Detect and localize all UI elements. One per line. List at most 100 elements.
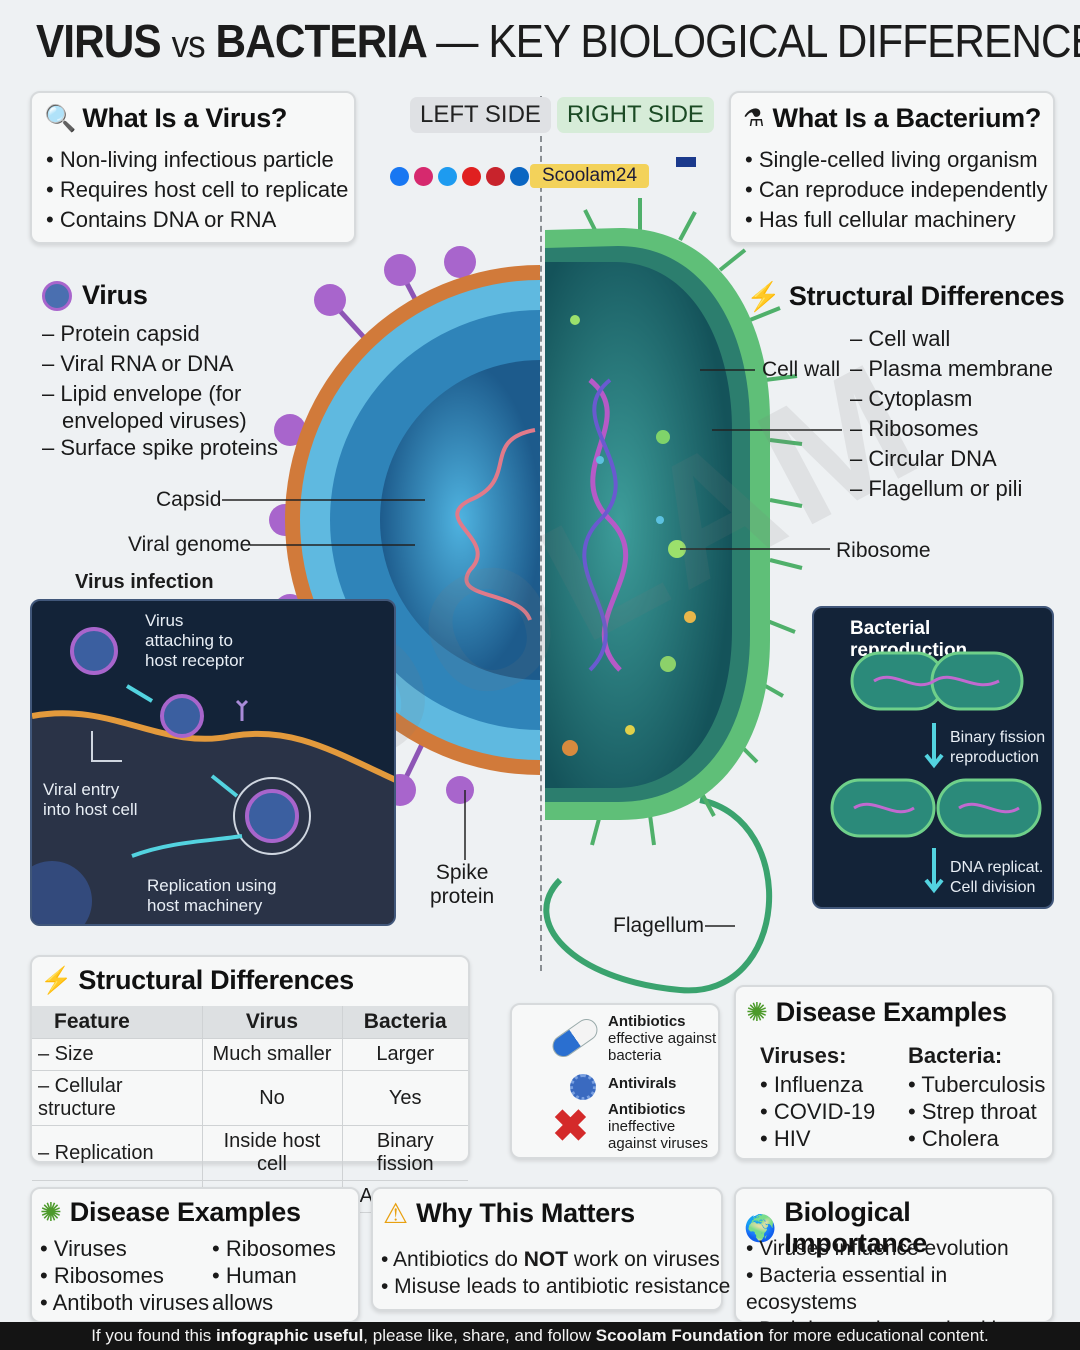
- list-item: • Non-living infectious particle: [46, 147, 334, 172]
- why-line-2: • Misuse leads to antibiotic resistance: [381, 1275, 731, 1298]
- table-header-row: Feature Virus Bacteria: [32, 1006, 468, 1039]
- lightning-icon: ⚡: [40, 965, 73, 995]
- list-item: • Ribosomes: [40, 1263, 164, 1288]
- table-cell: Inside host cell: [202, 1125, 343, 1181]
- table-row: – Size Much smaller Larger: [32, 1038, 468, 1071]
- importance-card: 🌍 Biological Importance • Viruses influe…: [734, 1187, 1054, 1341]
- comparison-table: Feature Virus Bacteria – Size Much small…: [32, 1006, 468, 1213]
- list-item: – Circular DNA: [850, 446, 997, 471]
- list-item: – Protein capsid: [42, 321, 200, 346]
- viral-genome-label: Viral genome: [128, 533, 252, 556]
- flagellum: [543, 797, 773, 994]
- instagram-icon[interactable]: [414, 167, 433, 186]
- title-virus: VIRUS: [36, 15, 162, 67]
- list-item: • Bacteria essential in ecosystems: [746, 1264, 948, 1314]
- list-item: • Influenza: [760, 1072, 864, 1097]
- social-icons: [390, 167, 529, 186]
- right-side-label: RIGHT SIDE: [557, 97, 714, 133]
- table-cell: – Cellular structure: [32, 1070, 203, 1126]
- list-item: • Antiboth viruses: [40, 1290, 210, 1315]
- list-item: • Human allows: [212, 1263, 297, 1315]
- title-bacteria: BACTERIA: [215, 15, 427, 67]
- warning-icon: ⚠: [383, 1198, 409, 1229]
- capsid-label: Capsid: [156, 488, 222, 511]
- germ-icon: [570, 1074, 596, 1100]
- table-row: – Cellular structure No Yes: [32, 1070, 468, 1126]
- linkedin-icon[interactable]: [510, 167, 529, 186]
- table-cell: – Size: [32, 1038, 203, 1071]
- list-item: • Ribosomes: [212, 1236, 336, 1261]
- treatment-a-text: bacteria: [608, 1047, 662, 1064]
- table-header: Virus: [202, 1006, 343, 1039]
- left-side-label: LEFT SIDE: [410, 97, 551, 133]
- disease-right-title: Disease Examples: [775, 997, 1007, 1027]
- bacterium-definition-card: ⚗ What Is a Bacterium? • Single-celled l…: [729, 91, 1055, 244]
- list-item: – Ribosomes: [850, 416, 979, 441]
- structural-right-title: Structural Differences: [788, 281, 1065, 311]
- list-item: • Tuberculosis: [908, 1072, 1046, 1097]
- footer-bar: If you found this infographic useful, pl…: [0, 1322, 1080, 1350]
- brand-name: Scoolam24: [542, 165, 638, 186]
- footer-bold-2: Scoolam Foundation: [595, 1326, 764, 1345]
- list-item: enveloped viruses): [62, 408, 247, 433]
- why-line-1: • Antibiotics do NOT work on viruses: [381, 1248, 720, 1271]
- virus-definition-title: What Is a Virus?: [82, 103, 288, 133]
- list-item: – Plasma membrane: [850, 356, 1053, 381]
- x-icon[interactable]: [438, 167, 457, 186]
- germ-icon: ✺: [746, 997, 768, 1027]
- treatment-c-text: ineffective: [608, 1118, 676, 1135]
- table-cell: No: [202, 1070, 343, 1126]
- list-item: – Surface spike proteins: [42, 435, 279, 460]
- list-item: – Viral RNA or DNA: [42, 351, 234, 376]
- bacteria-heading: Bacteria:: [908, 1043, 1003, 1068]
- table-cell: Much smaller: [202, 1038, 343, 1071]
- microscope-icon: ⚗: [743, 105, 765, 132]
- virus-icon: [42, 280, 72, 311]
- infection-illustration: [32, 627, 394, 924]
- table-cell: Binary fission: [342, 1125, 468, 1181]
- list-item: • Requires host cell to replicate: [46, 177, 349, 202]
- ribosome-label: Ribosome: [836, 539, 931, 562]
- title-rest: — KEY BIOLOGICAL DIFFERENCES: [436, 15, 1080, 67]
- list-item: – Cytoplasm: [850, 386, 973, 411]
- list-item: – Lipid envelope (for: [42, 381, 242, 406]
- globe-icon: 🌍: [744, 1212, 777, 1243]
- cell-wall-label: Cell wall: [762, 358, 841, 381]
- virus-parts: Virus – Protein capsid – Viral RNA or DN…: [42, 280, 278, 463]
- disease-examples-bottom: ✺ Disease Examples • Viruses • Ribosomes…: [30, 1187, 360, 1323]
- list-item: • Cholera: [908, 1126, 999, 1151]
- treatment-c-text: against viruses: [608, 1135, 709, 1152]
- pinterest-icon[interactable]: [486, 167, 505, 186]
- structural-differences-right: ⚡ Structural Differences: [746, 280, 1065, 321]
- why-matters-card: ⚠ Why This Matters • Antibiotics do NOT …: [371, 1187, 730, 1311]
- x-icon: ✖: [552, 1102, 589, 1151]
- table-header: Bacteria: [342, 1006, 468, 1039]
- list-item: • Has full cellular machinery: [745, 207, 1016, 232]
- importance-title: Biological Importance: [784, 1197, 927, 1258]
- list-item: • HIV: [760, 1126, 811, 1151]
- structural-table-card: ⚡ Structural Differences Feature Virus B…: [30, 955, 470, 1213]
- virus-infection-title: Virus infection: [75, 571, 214, 593]
- youtube-icon[interactable]: [462, 167, 481, 186]
- page-title: VIRUS vs BACTERIA — KEY BIOLOGICAL DIFFE…: [36, 14, 1080, 68]
- ribosomes: [562, 315, 696, 756]
- why-title: Why This Matters: [416, 1198, 635, 1228]
- division-caption: DNA replicat.Cell division: [950, 859, 1044, 896]
- treatment-card: Antibiotics effective against bacteria A…: [510, 1003, 720, 1159]
- center-divider: [540, 96, 542, 971]
- table-row: – Replication Inside host cell Binary fi…: [32, 1125, 468, 1181]
- bacteria-cytoplasm: [545, 262, 732, 788]
- facebook-icon[interactable]: [390, 167, 409, 186]
- brand-badge: Scoolam24: [530, 164, 650, 188]
- list-item: • Strep throat: [908, 1099, 1037, 1124]
- treatment-b-title: Antivirals: [608, 1075, 677, 1092]
- treatment-a-text: effective against: [608, 1030, 717, 1047]
- treatment-c-title: Antibiotics: [608, 1101, 686, 1118]
- viruses-heading: Viruses:: [760, 1043, 847, 1068]
- table-cell: – Replication: [32, 1125, 203, 1181]
- flag-icon: [676, 157, 696, 167]
